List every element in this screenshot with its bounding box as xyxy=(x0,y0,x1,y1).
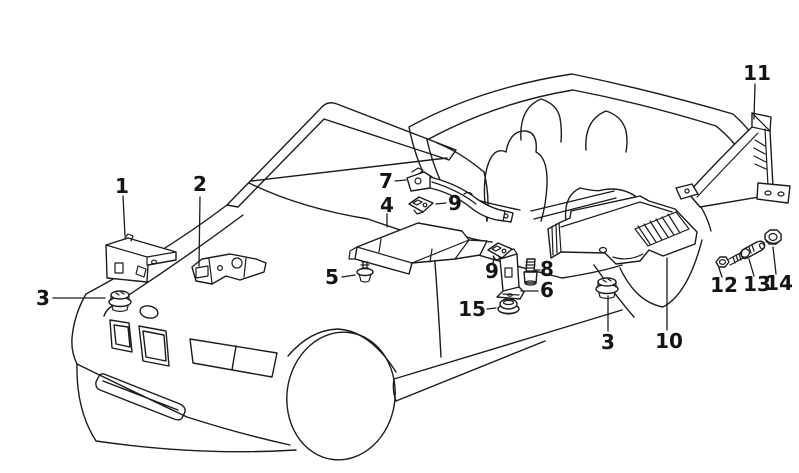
callout-2: 2 xyxy=(193,172,207,196)
part-7-hole-left xyxy=(414,177,422,185)
part-11-foot-hole-1 xyxy=(764,190,772,196)
part-10-hole xyxy=(598,246,608,254)
car-body xyxy=(71,73,771,461)
part-14-bore xyxy=(768,232,778,242)
seats xyxy=(447,98,649,243)
callout-3-side: 3 xyxy=(601,330,615,354)
callout-5: 5 xyxy=(325,265,339,289)
parts xyxy=(105,112,791,315)
part-3b-details xyxy=(597,278,617,300)
callout-12: 12 xyxy=(710,273,738,297)
headlight xyxy=(189,338,278,378)
part-5-skirt xyxy=(358,273,372,283)
callout-7: 7 xyxy=(379,169,393,193)
part-7-left-tab xyxy=(406,171,433,192)
callout-14: 14 xyxy=(765,271,793,295)
part-13-head xyxy=(740,248,750,258)
part-15-plug-grommet xyxy=(497,298,520,315)
part-12-shank xyxy=(728,249,748,266)
part-9-clip-bracket xyxy=(487,242,513,261)
front-bumper xyxy=(76,363,297,453)
windshield-frame xyxy=(226,102,485,208)
part-3b-cap xyxy=(597,277,617,287)
part-1-insulation-panel-front-left xyxy=(105,233,177,283)
callout-4: 4 xyxy=(380,193,394,217)
part-8-threads xyxy=(525,261,536,272)
callout-11: 11 xyxy=(743,61,771,85)
part-9a-hole xyxy=(422,202,428,208)
kidney-grilles xyxy=(109,319,170,367)
part-4-insulation-panel-center xyxy=(348,222,488,275)
part-14-flange-nut xyxy=(764,229,782,245)
callout-8: 8 xyxy=(540,257,554,281)
part-7-left-tab-details xyxy=(411,167,424,175)
part-10-details xyxy=(551,201,673,260)
part-3-grommet-side xyxy=(595,277,619,300)
part-3a-cap xyxy=(110,290,130,300)
part-2-bracket-plate xyxy=(191,253,267,285)
callout-3-front: 3 xyxy=(36,286,50,310)
callout-9-rail: 9 xyxy=(448,191,462,215)
part-9a-plate xyxy=(408,196,434,213)
callout-15: 15 xyxy=(458,297,486,321)
part-9a-details xyxy=(412,199,424,215)
part-8-bolt xyxy=(523,258,538,286)
callout-labels: 1 2 3 4 5 6 7 8 9 9 10 11 12 13 14 15 3 xyxy=(36,61,793,354)
part-11-foot-bracket xyxy=(756,182,791,204)
callout-9-bracket: 9 xyxy=(485,259,499,283)
part-14-hex xyxy=(764,229,782,245)
part-1-nub xyxy=(151,259,158,265)
part-15-skirt xyxy=(499,311,518,315)
part-13-tip xyxy=(759,242,765,250)
part-2-hole-small xyxy=(217,265,224,272)
part-12-head xyxy=(715,256,730,268)
callout-leader-lines xyxy=(52,83,777,332)
part-11-details xyxy=(687,112,771,208)
part-13-sleeve-bolt xyxy=(740,239,771,260)
bmw-roundel xyxy=(139,305,159,319)
part-6-hole xyxy=(507,293,513,297)
part-2-outline xyxy=(191,253,267,285)
callout-13: 13 xyxy=(743,272,771,296)
front-wheel-arch xyxy=(287,328,397,373)
part-3-grommet-front xyxy=(108,290,132,313)
part-9b-hole xyxy=(501,248,507,254)
front-wheel xyxy=(286,328,397,461)
part-1-details xyxy=(105,233,177,278)
part-7-arm xyxy=(429,176,514,223)
front-tire xyxy=(286,331,396,461)
hood-and-fender-lines xyxy=(71,204,244,365)
part-8-head-bottom xyxy=(524,280,537,286)
part-4-outline xyxy=(354,222,488,275)
callout-1: 1 xyxy=(115,174,129,198)
part-7-hole-right xyxy=(503,213,509,219)
rocker-panel-lines xyxy=(392,309,623,402)
part-9b-plate xyxy=(487,242,513,259)
part-10-insulation-panel-rear-floor xyxy=(547,195,698,265)
callout-10: 10 xyxy=(655,329,683,353)
part-12-hex-screw xyxy=(715,249,748,268)
part-11-left-tab xyxy=(675,183,699,200)
part-14-flange xyxy=(764,238,782,244)
part-11-foot-hole-2 xyxy=(777,191,785,197)
part-10-ribs xyxy=(634,211,690,247)
part-3a-details xyxy=(110,291,130,313)
part-11-left-tab-hole xyxy=(684,188,690,194)
part-12-head-face xyxy=(718,259,727,266)
callout-6: 6 xyxy=(540,278,554,302)
part-7-support-rail xyxy=(406,167,514,223)
part-2-details xyxy=(195,257,247,284)
part-10-outline xyxy=(547,195,698,265)
part-15-top xyxy=(502,299,515,306)
part-5-washer xyxy=(356,267,374,277)
part-9-clip-rail xyxy=(408,196,434,215)
part-4-details xyxy=(348,238,470,275)
part-2-hole-large xyxy=(231,257,243,269)
part-5-push-clip xyxy=(356,261,374,283)
part-11-insulation-support-rear-side xyxy=(675,112,791,208)
